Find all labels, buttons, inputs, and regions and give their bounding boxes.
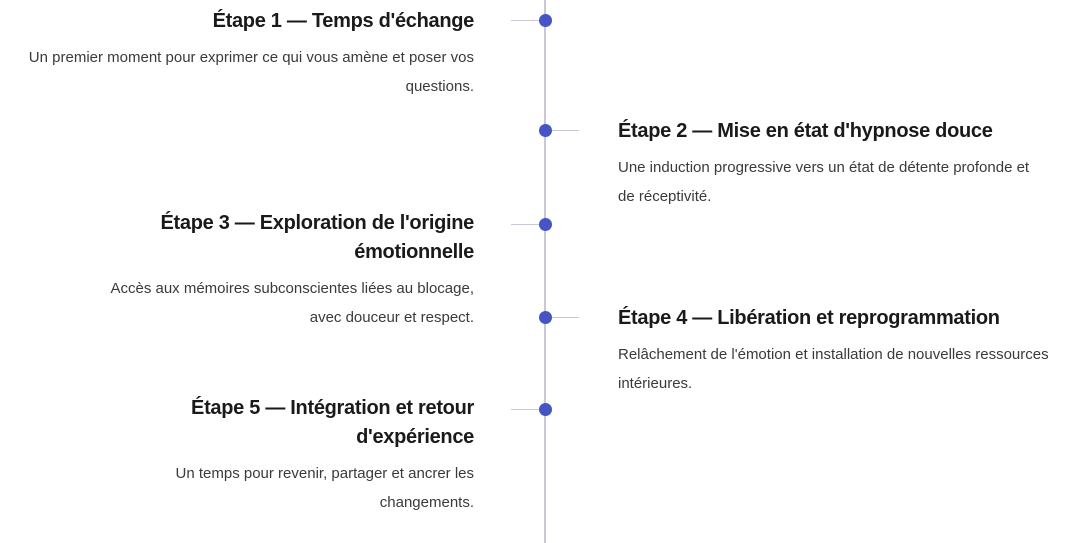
- timeline-connector: [545, 130, 579, 131]
- timeline-connector: [511, 20, 545, 21]
- step-title: Étape 2 — Mise en état d'hypnose douce: [618, 120, 993, 142]
- timeline-axis: [544, 0, 546, 543]
- timeline-step-1: Étape 1 — Temps d'échange Un premier mom…: [14, 7, 475, 101]
- timeline-marker: [539, 403, 552, 416]
- timeline-step-4: Étape 4 — Libération et reprogrammation …: [618, 304, 1058, 398]
- timeline-marker: [539, 124, 552, 137]
- step-description: Un temps pour revenir, partager et ancre…: [175, 465, 474, 511]
- step-description: Un premier moment pour exprimer ce qui v…: [28, 49, 474, 95]
- timeline-connector: [511, 224, 545, 225]
- timeline-marker: [539, 14, 552, 27]
- timeline-step-2: Étape 2 — Mise en état d'hypnose douce U…: [618, 117, 1048, 211]
- step-title: Étape 5 — Intégration et retour d'expéri…: [191, 397, 474, 448]
- timeline-connector: [511, 409, 545, 410]
- timeline-step-5: Étape 5 — Intégration et retour d'expéri…: [104, 394, 475, 517]
- timeline-step-3: Étape 3 — Exploration de l'origine émoti…: [104, 209, 474, 332]
- step-description: Relâchement de l'émotion et installation…: [618, 346, 1049, 392]
- step-title: Étape 1 — Temps d'échange: [212, 10, 475, 32]
- step-title: Étape 3 — Exploration de l'origine émoti…: [160, 212, 474, 263]
- timeline-marker: [539, 218, 552, 231]
- step-description: Une induction progressive vers un état d…: [618, 159, 1030, 205]
- timeline-marker: [539, 311, 552, 324]
- step-description: Accès aux mémoires subconscientes liées …: [110, 280, 474, 326]
- timeline-connector: [545, 317, 579, 318]
- step-title: Étape 4 — Libération et reprogrammation: [618, 307, 1000, 329]
